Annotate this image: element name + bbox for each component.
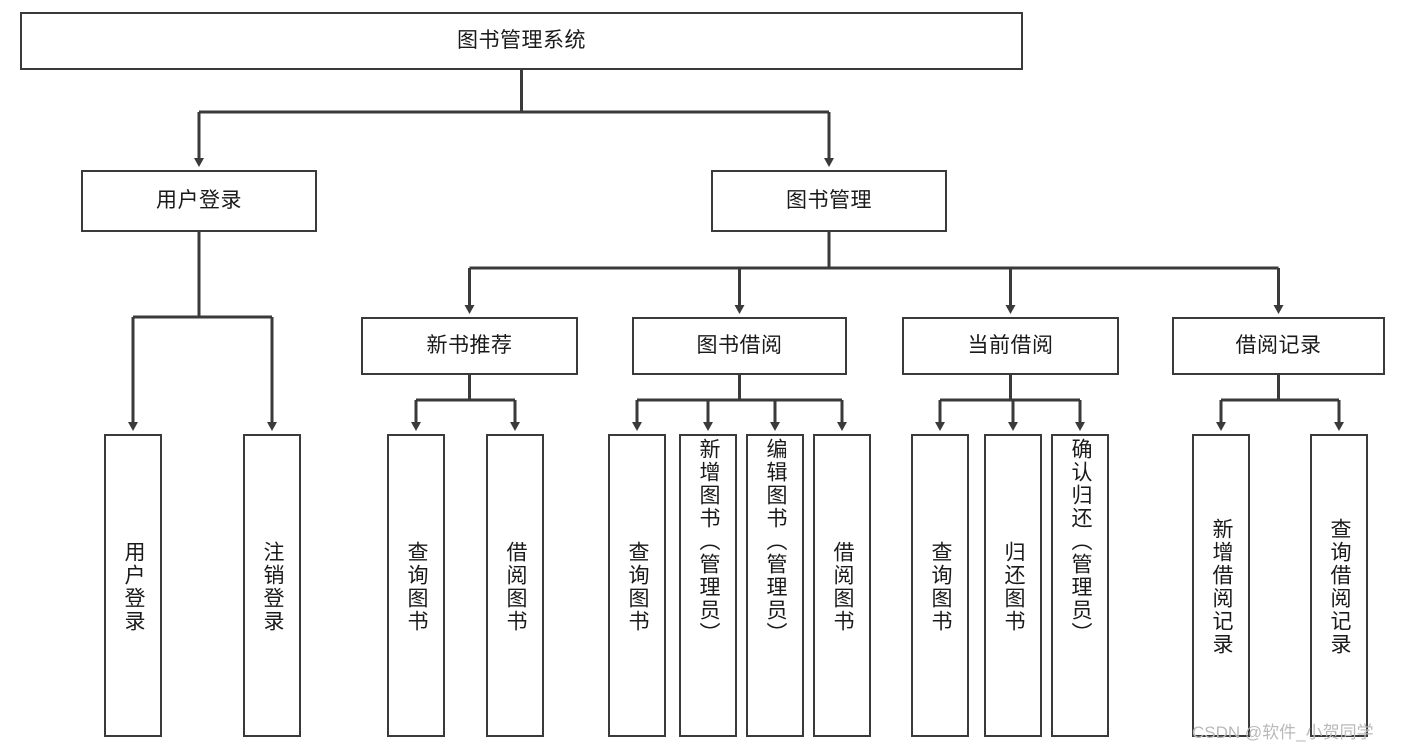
node-leaf-user-login[interactable]: 用户登录 [104,434,162,737]
node-current-borrow[interactable]: 当前借阅 [902,317,1119,375]
node-leaf-query-book-2[interactable]: 查询图书 [608,434,666,737]
node-leaf-edit-book[interactable]: 编辑图书（管理员） [746,434,804,737]
node-label: 用户登录 [122,540,146,633]
csdn-watermark: CSDN @软件_小贺同学 [1192,723,1374,742]
node-label: 新增图书（管理员） [697,438,721,645]
node-leaf-logout[interactable]: 注销登录 [243,434,301,737]
node-borrow-record[interactable]: 借阅记录 [1172,317,1385,375]
node-leaf-add-book[interactable]: 新增图书（管理员） [679,434,737,737]
node-leaf-add-record[interactable]: 新增借阅记录 [1192,434,1250,737]
node-leaf-borrow-book-2[interactable]: 借阅图书 [813,434,871,737]
node-label: 查询借阅记录 [1328,517,1352,656]
node-leaf-query-book-3[interactable]: 查询图书 [911,434,969,737]
node-label: 新增借阅记录 [1210,517,1234,656]
node-label: 编辑图书（管理员） [764,438,788,645]
node-leaf-query-record[interactable]: 查询借阅记录 [1310,434,1368,737]
node-book-borrow[interactable]: 图书借阅 [632,317,847,375]
node-label: 新书推荐 [426,334,513,358]
node-label: 图书借阅 [696,334,783,358]
node-label: 图书管理系统 [457,29,586,53]
node-label: 查询图书 [929,540,953,633]
node-label: 借阅记录 [1235,334,1322,358]
node-label: 确认归还（管理员） [1069,438,1093,645]
node-label: 查询图书 [626,540,650,633]
node-user-login[interactable]: 用户登录 [81,170,317,232]
node-leaf-return-book[interactable]: 归还图书 [984,434,1042,737]
node-label: 图书管理 [786,189,872,213]
node-label: 用户登录 [156,189,242,213]
node-root[interactable]: 图书管理系统 [20,12,1023,70]
node-leaf-query-book-1[interactable]: 查询图书 [387,434,445,737]
node-label: 查询图书 [405,540,429,633]
node-leaf-confirm-return[interactable]: 确认归还（管理员） [1051,434,1109,737]
node-label: 借阅图书 [831,540,855,633]
node-leaf-borrow-book-1[interactable]: 借阅图书 [486,434,544,737]
node-label: 借阅图书 [504,540,528,633]
node-label: 归还图书 [1002,540,1026,633]
node-new-book-rec[interactable]: 新书推荐 [361,317,578,375]
node-label: 当前借阅 [967,334,1054,358]
node-book-manage[interactable]: 图书管理 [711,170,947,232]
node-label: 注销登录 [261,540,285,633]
